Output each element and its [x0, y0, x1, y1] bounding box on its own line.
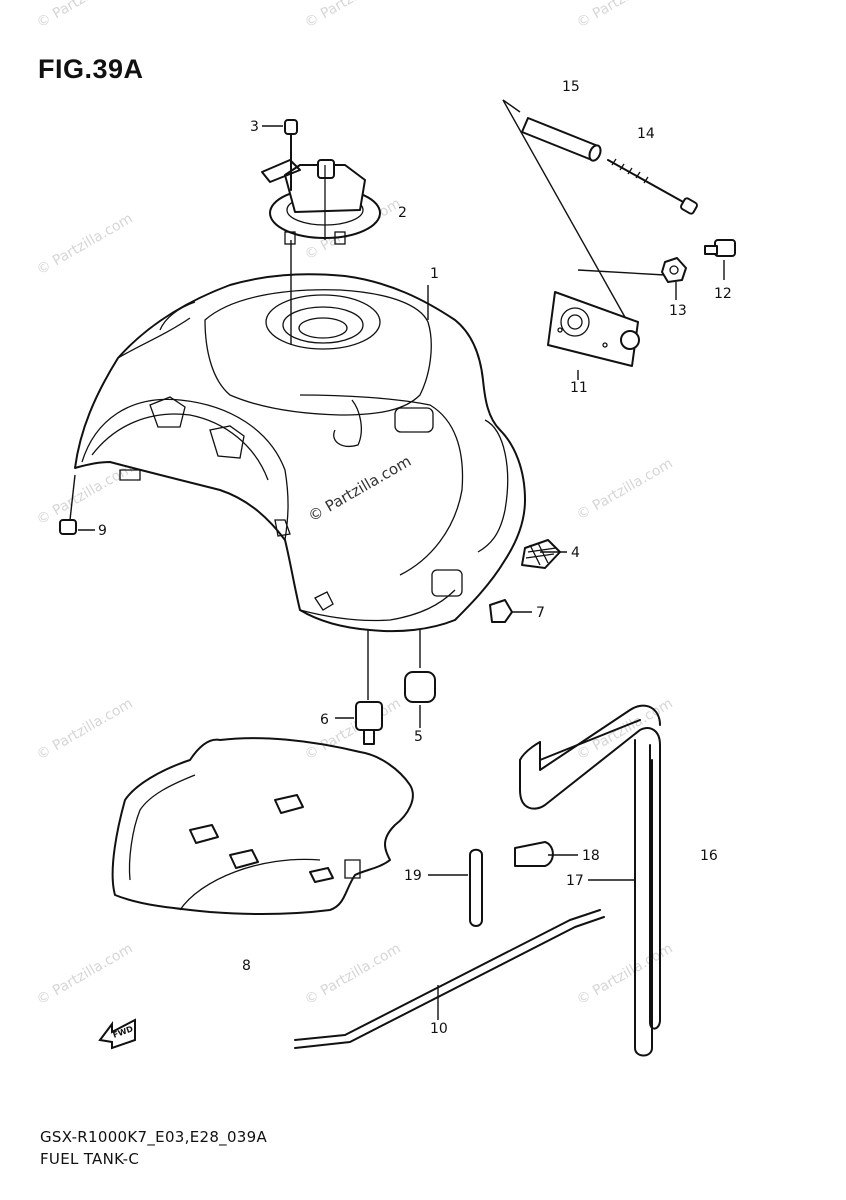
callout-3: 3 [250, 119, 259, 135]
callout-6: 6 [320, 712, 329, 728]
watermark: © Partzilla.com [34, 696, 136, 764]
bracket-plate-part [547, 269, 666, 367]
fuel-tank-part [74, 273, 526, 633]
callout-7: 7 [536, 605, 545, 621]
callout-13: 13 [669, 303, 687, 319]
bolt-part [704, 239, 736, 257]
drain-tube-part [519, 704, 661, 1057]
clamp-19-part [469, 848, 483, 927]
figure-title: FIG.39A [38, 54, 144, 84]
tank-mat-part [111, 737, 414, 916]
watermark-center: © Partzilla.com [305, 452, 414, 525]
callout-12: 12 [714, 286, 732, 302]
watermark: © Partzilla.com [34, 941, 136, 1009]
figure-code: GSX-R1000K7_E03,E28_039A [40, 1128, 268, 1146]
watermark: © Partzilla.com [302, 0, 404, 31]
watermark: © Partzilla.com [574, 0, 676, 31]
callout-2: 2 [398, 205, 407, 221]
watermark: © Partzilla.com [574, 456, 676, 524]
callout-numbers: 1 2 3 4 5 6 7 8 9 10 11 12 13 14 15 16 1… [98, 79, 732, 1037]
callout-14: 14 [637, 126, 655, 142]
clip-18-part [514, 841, 554, 867]
breather-hose-part [294, 909, 605, 1049]
callout-10: 10 [430, 1021, 448, 1037]
nut-part [661, 257, 687, 283]
callout-19: 19 [404, 868, 422, 884]
callout-18: 18 [582, 848, 600, 864]
callout-5: 5 [414, 729, 423, 745]
hose-and-bolt-part [502, 99, 698, 336]
front-marker: FWD [98, 1018, 136, 1050]
callout-4: 4 [571, 545, 580, 561]
callout-15: 15 [562, 79, 580, 95]
watermark: © Partzilla.com [302, 696, 404, 764]
mesh-pad-part [521, 539, 561, 569]
screw-9-part [59, 474, 77, 535]
damper-5-part [404, 630, 436, 703]
fuel-cap-part [261, 159, 381, 245]
watermark: © Partzilla.com [34, 211, 136, 279]
callout-8: 8 [242, 958, 251, 974]
callout-1: 1 [430, 266, 439, 282]
callout-9: 9 [98, 523, 107, 539]
watermark: © Partzilla.com [302, 941, 404, 1009]
cushion-7-part [489, 599, 513, 623]
callout-16: 16 [700, 848, 718, 864]
watermark: © Partzilla.com [34, 0, 136, 31]
callout-17: 17 [566, 873, 584, 889]
cap-screw-part [284, 119, 298, 191]
callout-11: 11 [570, 380, 588, 396]
callout-leaders [78, 125, 725, 1020]
figure-name: FUEL TANK-C [40, 1150, 140, 1168]
front-arrow-icon [98, 1018, 136, 1050]
damper-6-part [355, 630, 383, 745]
